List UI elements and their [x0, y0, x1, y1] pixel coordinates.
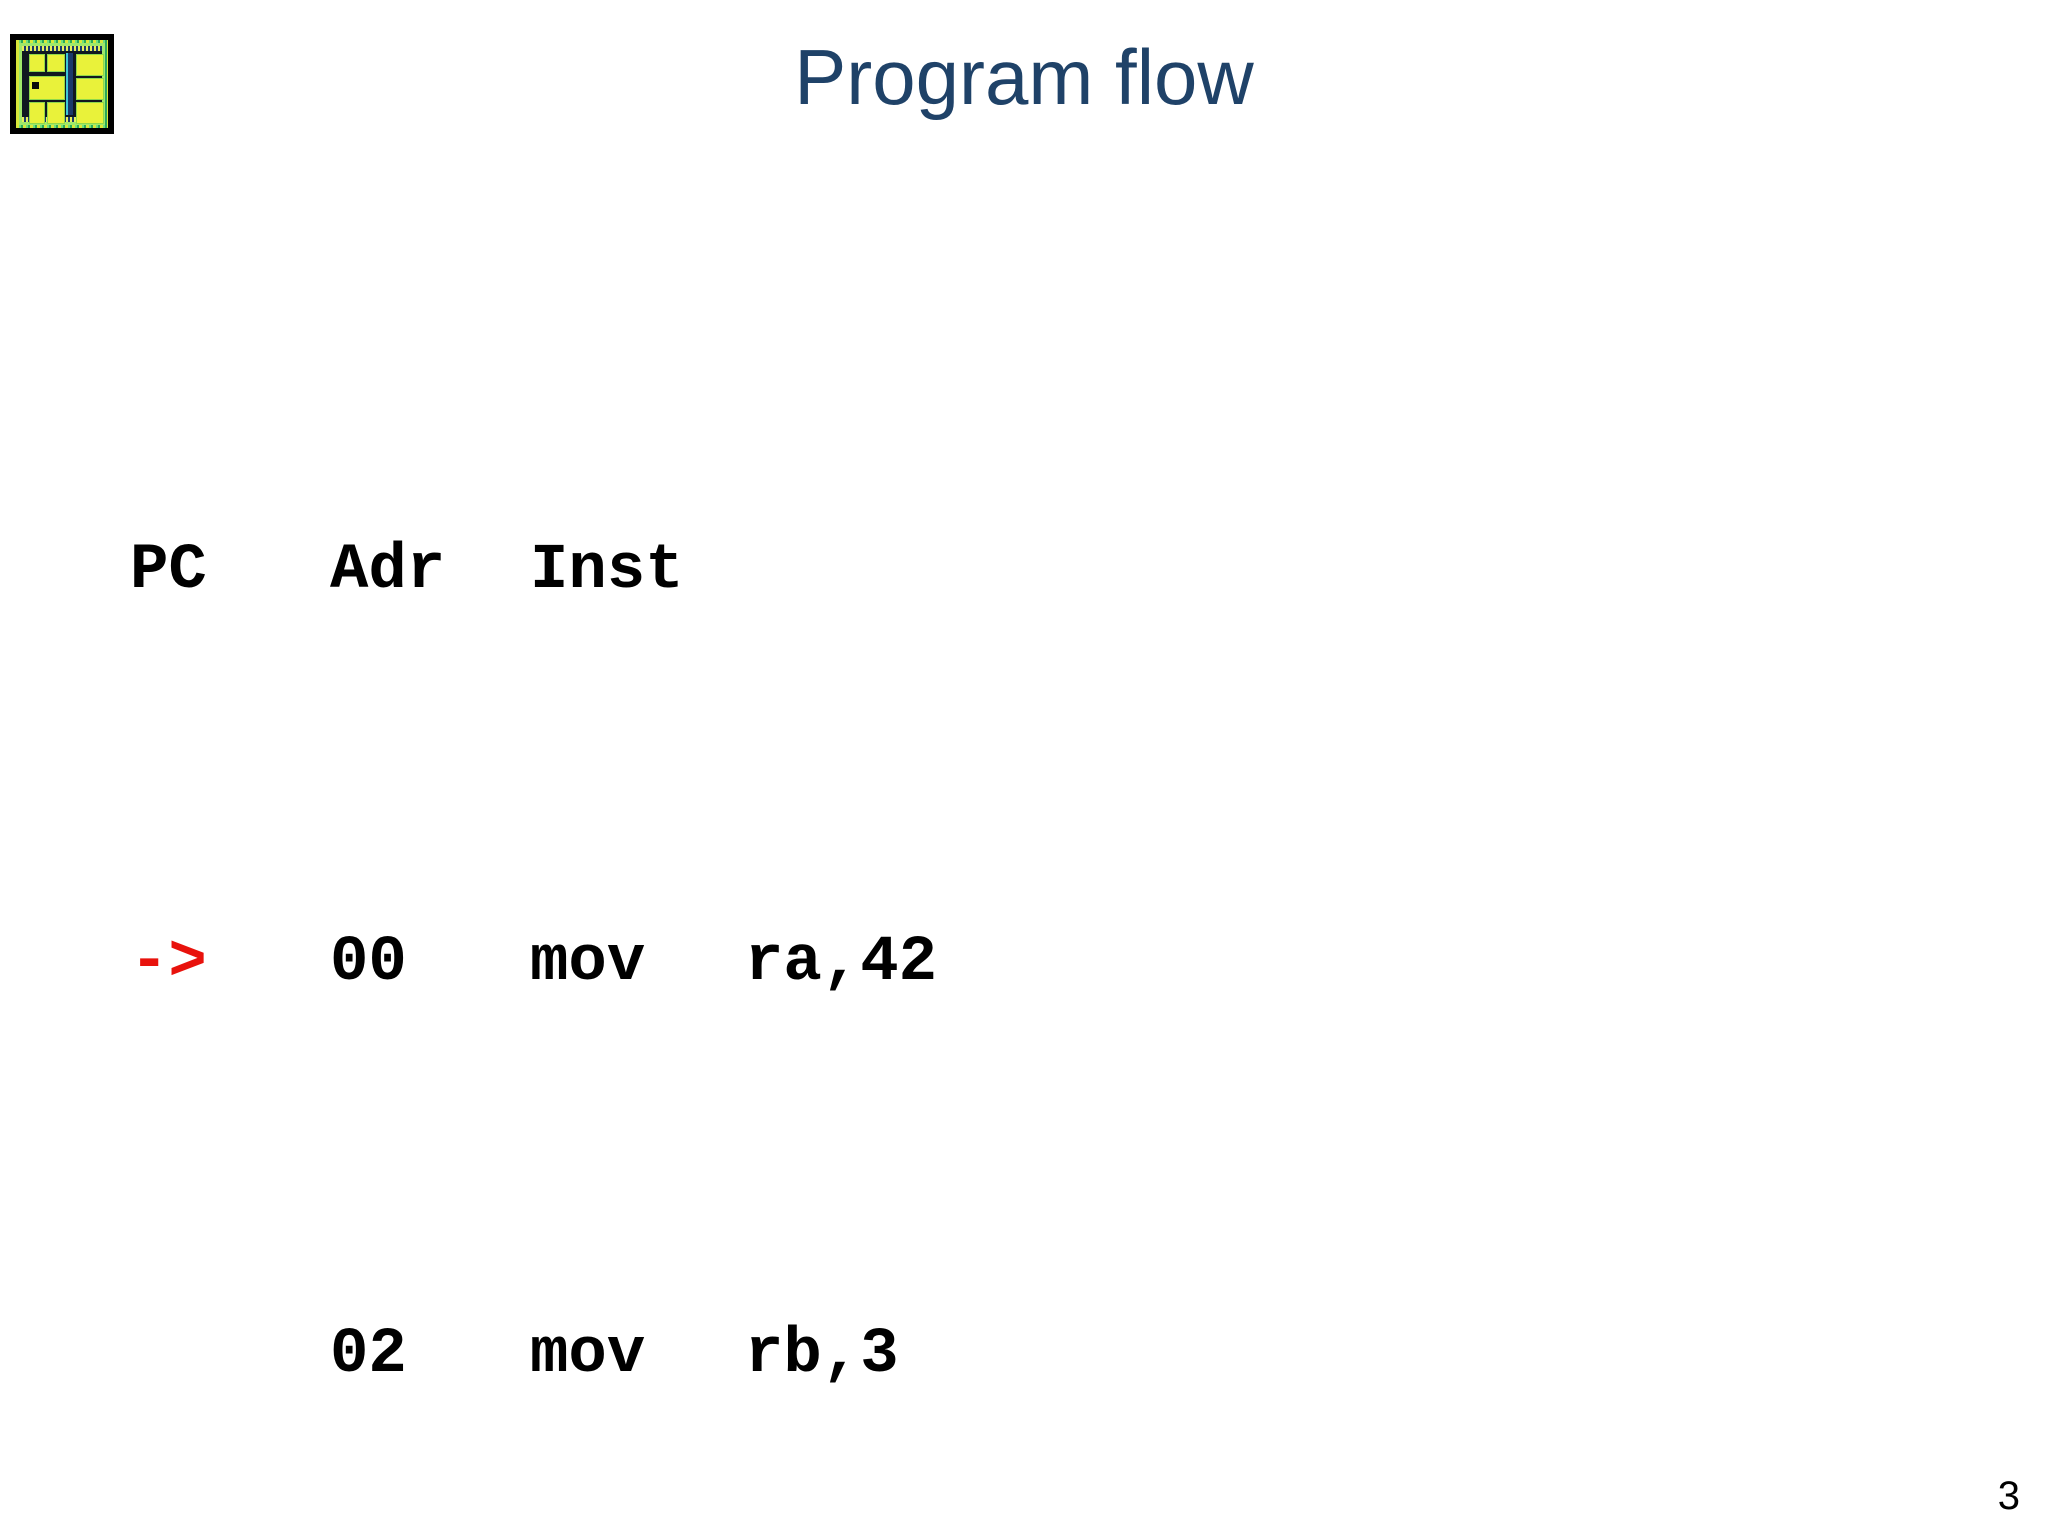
- pc-marker: ->: [130, 927, 207, 999]
- listing-row: -> 00 mov ra,42: [0, 914, 2048, 1012]
- header-pc: PC: [130, 535, 207, 607]
- row-mnemonic: mov: [530, 927, 646, 999]
- row-operands: rb,3: [745, 1319, 899, 1391]
- row-address: 00: [330, 927, 407, 999]
- page-number: 3: [1997, 1474, 2020, 1518]
- row-operands: ra,42: [745, 927, 938, 999]
- program-listing: PC Adr Inst -> 00 mov ra,42 02 mov rb,3 …: [0, 228, 2048, 1536]
- chip-die-photo-icon: [10, 34, 114, 134]
- listing-header-row: PC Adr Inst: [0, 522, 2048, 620]
- listing-row: 02 mov rb,3: [0, 1306, 2048, 1404]
- slide-title: Program flow: [794, 33, 1254, 121]
- header-inst: Inst: [530, 535, 684, 607]
- header-adr: Adr: [330, 535, 446, 607]
- row-mnemonic: mov: [530, 1319, 646, 1391]
- row-address: 02: [330, 1319, 407, 1391]
